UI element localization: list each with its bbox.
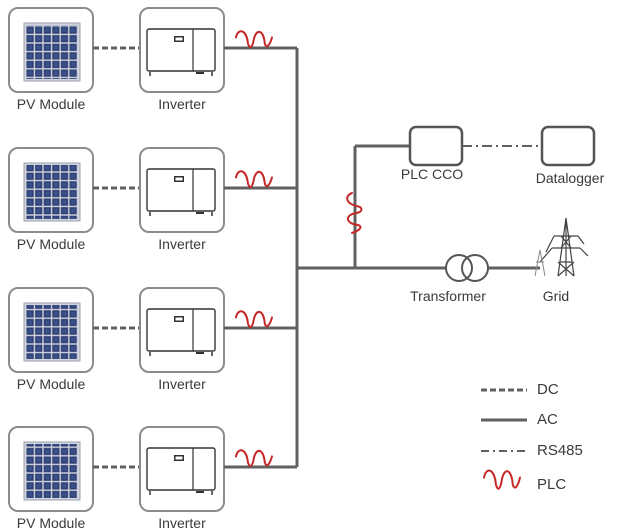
pv-module-label: PV Module xyxy=(16,236,86,252)
inverter-icon xyxy=(146,308,216,356)
inverter-label: Inverter xyxy=(158,96,206,112)
datalogger-label: Datalogger xyxy=(535,170,605,186)
legend-dc-label: DC xyxy=(537,381,559,398)
legend-rs485-label: RS485 xyxy=(537,442,583,459)
row-1 xyxy=(8,7,299,268)
plc-signal-icon xyxy=(235,310,273,329)
plc-signal-vertical-icon xyxy=(346,192,363,234)
inverter-label: Inverter xyxy=(158,515,206,531)
transformer-icon xyxy=(445,254,489,282)
grid-label: Grid xyxy=(542,288,570,304)
datalogger-box xyxy=(540,125,596,167)
legend-plc-label: PLC xyxy=(537,476,567,493)
plc-signal-icon xyxy=(235,449,273,468)
inverter-label: Inverter xyxy=(158,236,206,252)
plc-signal-icon xyxy=(235,30,273,49)
row-4 xyxy=(8,268,299,512)
legend-ac-label: AC xyxy=(537,411,558,428)
inverter-icon xyxy=(146,168,216,216)
small-tower-icon xyxy=(534,249,546,277)
plc-signal-icon xyxy=(235,170,273,189)
inverter-icon xyxy=(146,28,216,76)
transformer-label: Transformer xyxy=(410,288,486,304)
plc-cco-box xyxy=(408,125,464,167)
pv-module-label: PV Module xyxy=(16,515,86,531)
solar-cells xyxy=(26,25,78,79)
row-3 xyxy=(8,268,299,373)
legend-plc-icon xyxy=(483,469,521,490)
pv-module-label: PV Module xyxy=(16,376,86,392)
legend xyxy=(481,388,527,490)
solar-cells xyxy=(26,444,78,498)
inverter-label: Inverter xyxy=(158,376,206,392)
solar-cells xyxy=(26,305,78,359)
pv-module-label: PV Module xyxy=(16,96,86,112)
solar-cells xyxy=(26,165,78,219)
inverter-icon xyxy=(146,447,216,495)
row-2 xyxy=(8,147,299,268)
plc-cco-label: PLC CCO xyxy=(400,166,464,182)
transmission-tower-icon xyxy=(539,217,589,277)
